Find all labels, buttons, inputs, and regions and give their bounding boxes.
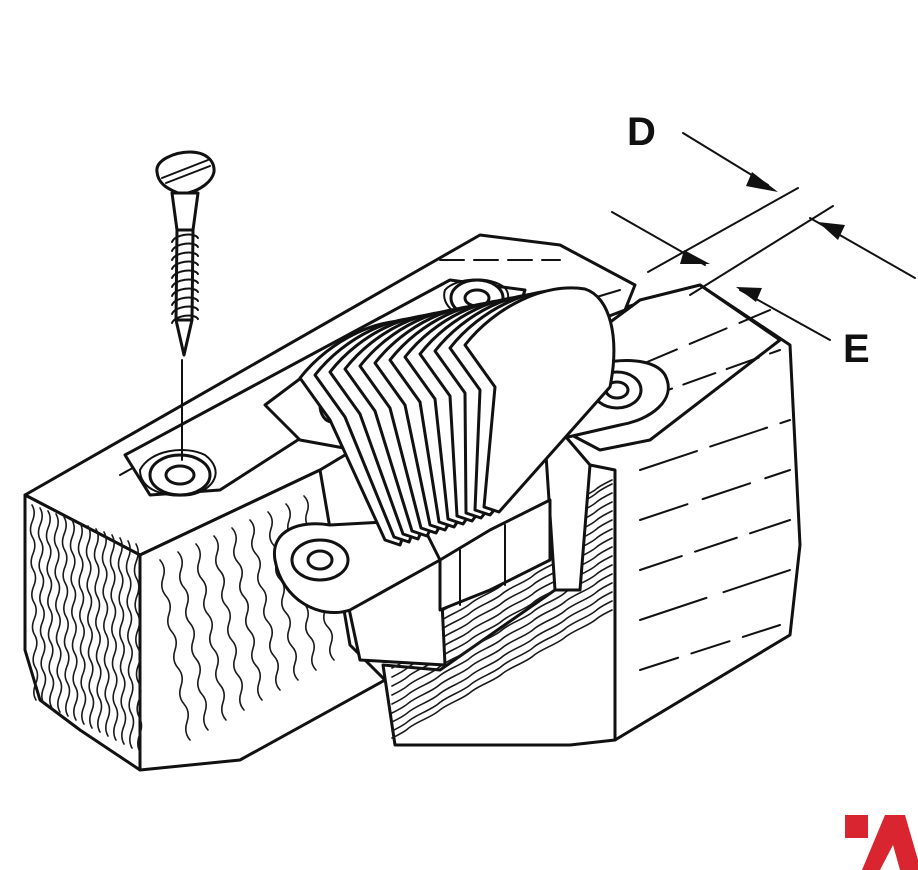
left-block-grain — [29, 495, 335, 753]
dimension-e-label: E — [843, 327, 870, 371]
brand-logo-icon — [845, 815, 918, 870]
hinge-link-plates — [298, 286, 616, 547]
wood-screw-icon — [155, 150, 216, 461]
concealed-hinge — [263, 286, 670, 667]
dimension-lines — [611, 132, 916, 341]
right-side-lines — [639, 309, 791, 671]
screw-hole-left-bottom — [148, 453, 212, 497]
dimension-d-label: D — [627, 110, 656, 154]
